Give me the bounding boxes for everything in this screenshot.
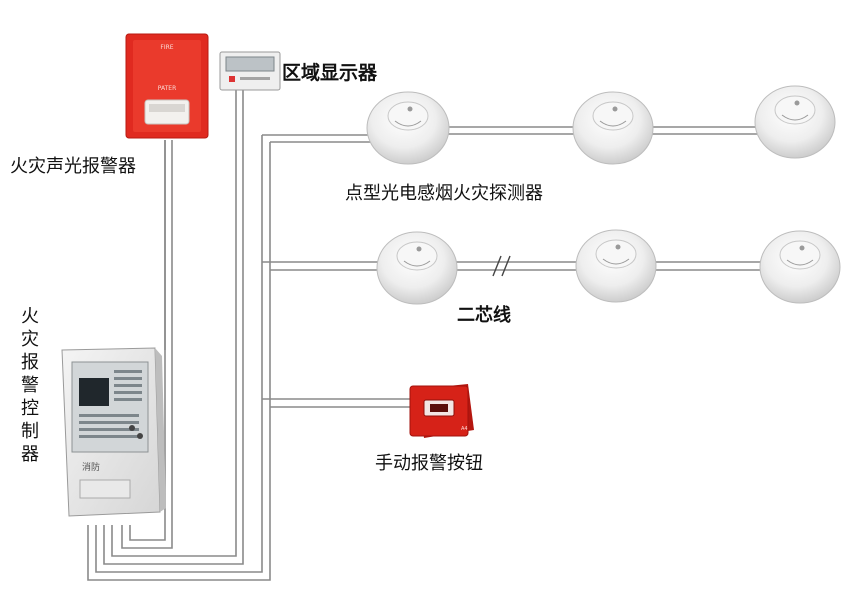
fire-alarm-controller: 消防 [61, 347, 166, 517]
button-tag-text: A4 [461, 426, 468, 432]
alarm-fire-text: FIRE [160, 44, 173, 51]
wire-detector-bus [95, 135, 263, 573]
wire-break-mark [492, 255, 511, 277]
smoke-detector [575, 229, 657, 303]
wire-zone-display-b [103, 88, 244, 565]
wire-alarm-b [121, 140, 173, 549]
manual-button-label: 手动报警按钮 [375, 453, 483, 474]
two-core-wire-label: 二芯线 [457, 305, 511, 326]
smoke-detector-label: 点型光电感烟火灾探测器 [345, 183, 543, 204]
wire-detector-bus-b [87, 142, 271, 581]
smoke-detector [754, 85, 836, 159]
smoke-detector [759, 230, 841, 304]
controller-label: 火灾报警控制器 [21, 306, 39, 465]
smoke-detector [572, 91, 654, 165]
zone-display-device [219, 51, 281, 91]
sound-light-alarm-label: 火灾声光报警器 [10, 156, 136, 177]
smoke-detector [366, 91, 450, 165]
wires [87, 88, 762, 581]
zone-display-label: 区域显示器 [282, 62, 378, 84]
manual-alarm-button: A4 [409, 384, 474, 438]
smoke-detector [376, 231, 458, 305]
wire-zone-display [111, 88, 237, 557]
panel-sign-text: 消防 [82, 461, 100, 473]
sound-light-alarm: FIRE PATER [125, 33, 209, 139]
alarm-mid-text: PATER [158, 85, 177, 92]
